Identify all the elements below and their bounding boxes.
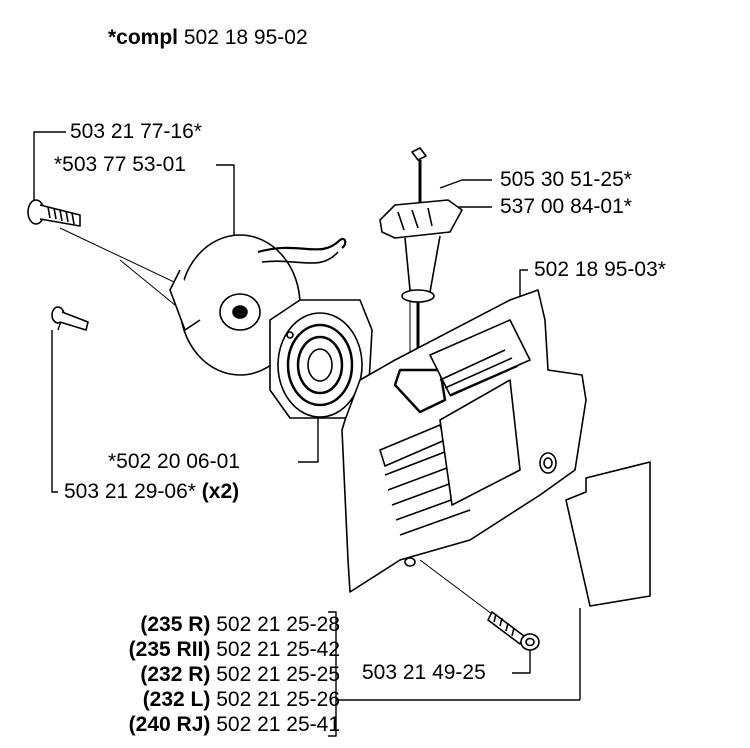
callout-pulley: *503 77 53-01: [54, 153, 186, 176]
decal-row: (235 RII) 502 21 25-42: [128, 638, 340, 661]
assembly-heading: *compl 502 18 95-02: [108, 26, 308, 50]
decal-row: (232 L) 502 21 25-26: [142, 688, 340, 711]
decal-row: (232 R) 502 21 25-25: [140, 663, 340, 686]
callout-bolt-top: 503 21 77-16*: [70, 120, 202, 143]
callout-handle: 537 00 84-01*: [500, 195, 632, 218]
decal-row: (235 R) 502 21 25-28: [140, 613, 340, 636]
bolt-left: [51, 306, 89, 331]
bolt-left-part: 503 21 29-06*: [64, 480, 196, 503]
screw-bottom: [487, 611, 540, 651]
bolt-top-left: [27, 199, 81, 227]
starter-cover: [341, 289, 587, 593]
decal-row: (240 RJ) 502 21 25-41: [128, 713, 340, 736]
decal-plate: [565, 461, 651, 607]
callout-screw-bottom: 503 21 49-25: [362, 661, 486, 684]
callout-bolt-left: 503 21 29-06* (x2): [64, 480, 239, 504]
callout-rope: 505 30 51-25*: [500, 168, 632, 191]
callout-spring: *502 20 06-01: [108, 450, 240, 473]
bolt-left-quantity: (x2): [201, 480, 240, 503]
assembly-part-number: 502 18 95-02: [183, 26, 308, 49]
decal-model-list: (235 R) 502 21 25-28 (235 RII) 502 21 25…: [64, 612, 340, 737]
spring-housing: [269, 299, 373, 419]
callout-cover: 502 18 95-03*: [534, 258, 666, 281]
starter-handle: [379, 147, 463, 352]
assembly-prefix: *compl: [108, 26, 179, 49]
